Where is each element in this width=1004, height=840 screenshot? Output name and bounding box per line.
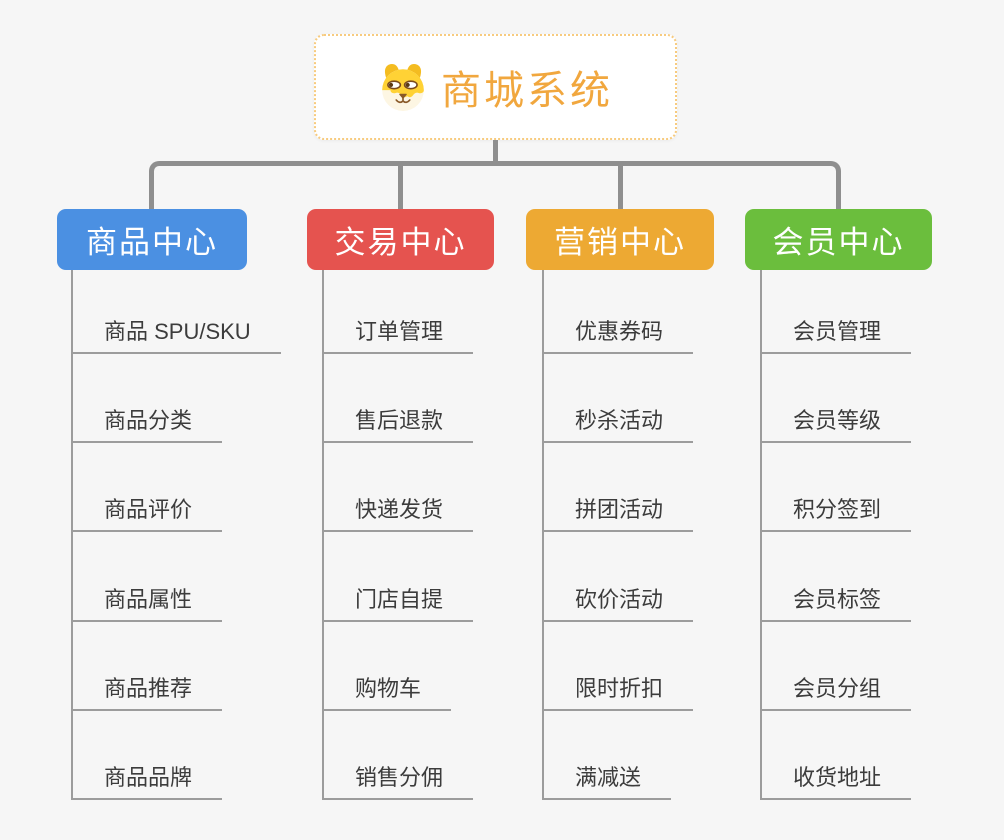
branch-node-member-center[interactable]: 会员中心 — [745, 209, 932, 270]
leaf-node[interactable]: 满减送 — [542, 763, 672, 800]
leaf-node[interactable]: 购物车 — [322, 674, 452, 711]
branch-trunk-line-trade-center — [322, 270, 324, 800]
leaf-node[interactable]: 快递发货 — [322, 495, 474, 532]
branch-node-marketing-center[interactable]: 营销中心 — [526, 209, 714, 270]
connector-bus-line — [149, 161, 841, 211]
dog-face-icon — [382, 63, 424, 111]
leaf-node[interactable]: 门店自提 — [322, 585, 474, 622]
leaf-node[interactable]: 秒杀活动 — [542, 406, 694, 443]
leaf-node[interactable]: 会员标签 — [760, 585, 912, 622]
leaf-node[interactable]: 积分签到 — [760, 495, 912, 532]
leaf-node[interactable]: 商品推荐 — [71, 674, 223, 711]
branch-node-product-center[interactable]: 商品中心 — [57, 209, 247, 270]
leaf-node[interactable]: 会员分组 — [760, 674, 912, 711]
leaf-node[interactable]: 商品评价 — [71, 495, 223, 532]
leaf-node[interactable]: 收货地址 — [760, 763, 912, 800]
branch-node-trade-center[interactable]: 交易中心 — [307, 209, 494, 270]
leaf-node[interactable]: 拼团活动 — [542, 495, 694, 532]
leaf-node[interactable]: 限时折扣 — [542, 674, 694, 711]
leaf-node[interactable]: 销售分佣 — [322, 763, 474, 800]
root-title: 商城系统 — [441, 69, 613, 113]
leaf-node[interactable]: 售后退款 — [322, 406, 474, 443]
leaf-node[interactable]: 订单管理 — [322, 317, 474, 354]
branch-trunk-line-product-center — [71, 270, 73, 800]
branch-trunk-line-member-center — [760, 270, 762, 800]
leaf-node[interactable]: 会员管理 — [760, 317, 912, 354]
leaf-node[interactable]: 商品属性 — [71, 585, 223, 622]
root-node[interactable]: 商城系统 — [314, 34, 677, 140]
leaf-node[interactable]: 商品品牌 — [71, 763, 223, 800]
branch-trunk-line-marketing-center — [542, 270, 544, 800]
connector-drop-line — [617, 161, 623, 211]
root-connector-stub — [493, 140, 498, 163]
leaf-node[interactable]: 商品 SPU/SKU — [71, 317, 281, 354]
connector-drop-line — [398, 161, 403, 211]
leaf-node[interactable]: 砍价活动 — [542, 585, 694, 622]
leaf-node[interactable]: 优惠券码 — [542, 317, 694, 354]
leaf-node[interactable]: 会员等级 — [760, 406, 912, 443]
leaf-node[interactable]: 商品分类 — [71, 406, 223, 443]
